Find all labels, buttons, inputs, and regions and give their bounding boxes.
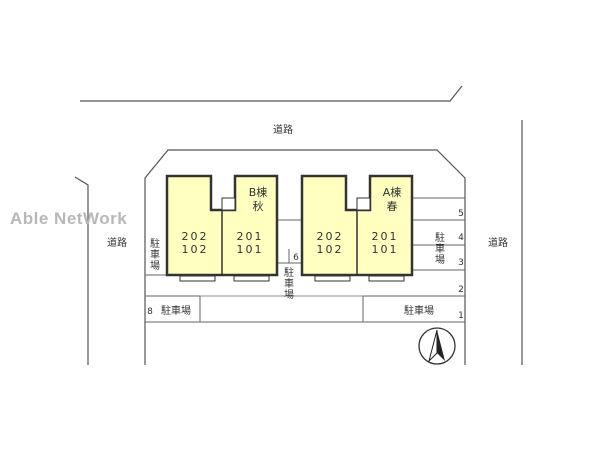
parking-bottom-left-label: 駐車場 — [161, 304, 191, 317]
building-a-step-right — [368, 275, 405, 282]
road-label-top: 道路 — [273, 123, 293, 136]
building-b-step-right — [233, 275, 270, 282]
parking-right-char-1: 駐 — [435, 231, 445, 244]
parking-bottom-right-label: 駐車場 — [404, 304, 434, 317]
parking-left-char-2: 車 — [150, 248, 160, 261]
left-parking-lines — [145, 274, 465, 297]
building-a — [300, 174, 414, 282]
site-boundary — [144, 149, 466, 365]
north-arrow-icon — [418, 327, 456, 365]
space-number-6: 6 — [293, 253, 299, 263]
parking-mid-char-3: 場 — [284, 288, 294, 301]
building-b-unit-102: 102 — [182, 243, 209, 256]
space-number-3: 3 — [458, 258, 464, 268]
parking-left-char-1: 駐 — [150, 237, 160, 250]
building-a-unit-202: 202 — [317, 230, 344, 243]
building-b-step-left — [179, 275, 216, 282]
parking-mid-char-1: 駐 — [284, 266, 294, 279]
center-parking-lines — [276, 219, 302, 264]
building-a-step-left — [314, 275, 351, 282]
space-number-8: 8 — [147, 307, 153, 317]
parking-left-char-3: 場 — [150, 259, 160, 272]
building-b-name: B棟 — [249, 185, 268, 199]
building-b — [165, 174, 279, 282]
building-b-sub: 秋 — [253, 199, 264, 213]
watermark: Able NetWork — [10, 209, 127, 228]
building-a-unit-102: 102 — [317, 243, 344, 256]
space-number-1: 1 — [458, 311, 464, 321]
parking-mid-char-2: 車 — [284, 277, 294, 290]
building-a-sub: 春 — [387, 200, 398, 213]
space-number-5: 5 — [458, 209, 464, 219]
road-label-right: 道路 — [488, 236, 508, 249]
building-b-unit-101: 101 — [237, 243, 264, 256]
top-road-line — [80, 85, 463, 102]
parking-right-char-2: 車 — [435, 242, 445, 255]
road-label-left: 道路 — [107, 236, 127, 249]
parking-right-char-3: 場 — [435, 253, 445, 266]
left-road-line — [74, 176, 89, 365]
building-a-unit-101: 101 — [372, 243, 399, 256]
building-b-unit-202: 202 — [182, 230, 209, 243]
building-b-unit-201: 201 — [237, 230, 264, 243]
building-a-unit-201: 201 — [372, 230, 399, 243]
space-number-2: 2 — [458, 285, 464, 295]
space-number-4: 4 — [458, 233, 464, 243]
building-a-name: A棟 — [383, 185, 402, 199]
